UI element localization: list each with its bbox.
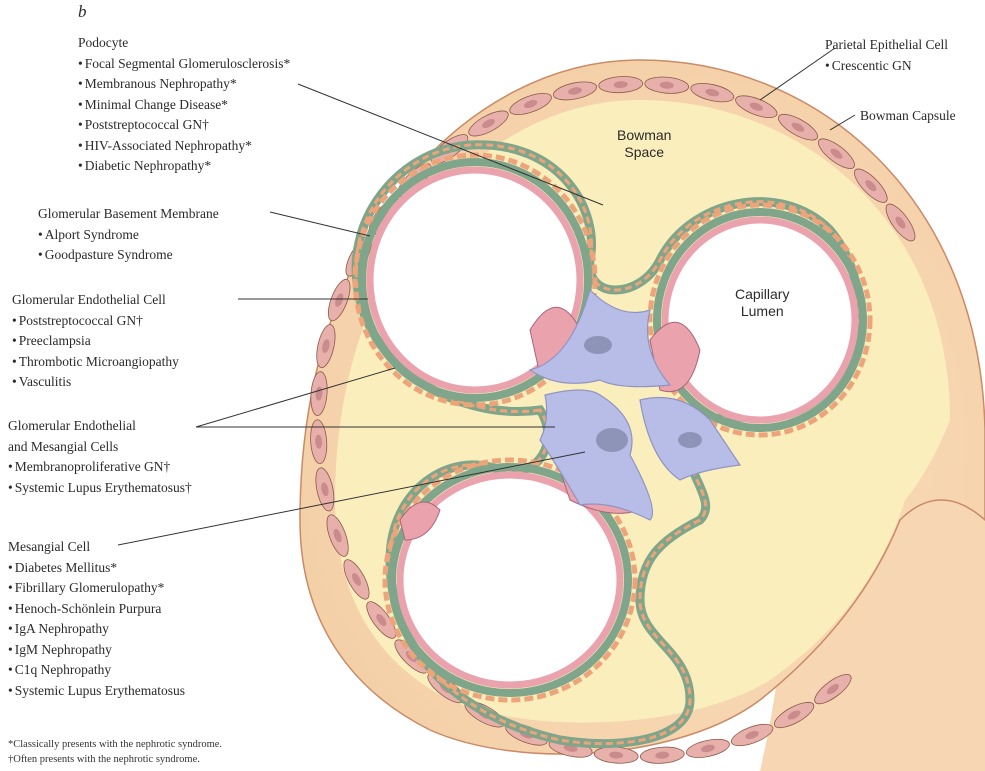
list-item: Goodpasture Syndrome xyxy=(38,245,219,266)
label-gbm: Glomerular Basement Membrane Alport Synd… xyxy=(38,204,219,266)
bowman-space-label: Bowman Space xyxy=(617,127,671,161)
capillary-lumen-label: Capillary Lumen xyxy=(735,286,789,320)
list-item: Thrombotic Microangiopathy xyxy=(12,352,179,373)
list-item: Henoch-Schönlein Purpura xyxy=(8,599,185,620)
endo-mesangial-heading-1: Glomerular Endothelial xyxy=(8,416,192,437)
list-item: Systemic Lupus Erythematosus xyxy=(8,681,185,702)
label-endo-mesangial: Glomerular Endothelial and Mesangial Cel… xyxy=(8,416,192,498)
leader-gbm xyxy=(270,212,370,236)
list-item: Poststreptococcal GN† xyxy=(12,311,179,332)
mesangial-heading: Mesangial Cell xyxy=(8,537,185,558)
list-item: Crescentic GN xyxy=(825,56,948,77)
list-item: Preeclampsia xyxy=(12,331,179,352)
list-item: C1q Nephropathy xyxy=(8,660,185,681)
list-item: HIV-Associated Nephropathy* xyxy=(78,136,290,157)
list-item: Membranoproliferative GN† xyxy=(8,457,192,478)
capillary-lumen-2 xyxy=(665,220,855,420)
list-item: Membranous Nephropathy* xyxy=(78,74,290,95)
list-item: IgM Nephropathy xyxy=(8,640,185,661)
list-item: Diabetic Nephropathy* xyxy=(78,156,290,177)
list-item: IgA Nephropathy xyxy=(8,619,185,640)
list-item: Poststreptococcal GN† xyxy=(78,115,290,136)
podocyte-heading: Podocyte xyxy=(78,33,290,54)
list-item: Vasculitis xyxy=(12,372,179,393)
list-item: Fibrillary Glomerulopathy* xyxy=(8,578,185,599)
label-podocyte: Podocyte Focal Segmental Glomerulosclero… xyxy=(78,33,290,177)
bowman-capsule-heading: Bowman Capsule xyxy=(860,106,956,127)
parietal-heading: Parietal Epithelial Cell xyxy=(825,35,948,56)
list-item: Diabetes Mellitus* xyxy=(8,558,185,579)
list-item: Alport Syndrome xyxy=(38,225,219,246)
label-bowman-capsule: Bowman Capsule xyxy=(860,106,956,127)
list-item: Focal Segmental Glomerulosclerosis* xyxy=(78,54,290,75)
footnote-2: †Often presents with the nephrotic syndr… xyxy=(8,753,200,767)
label-mesangial: Mesangial Cell Diabetes Mellitus* Fibril… xyxy=(8,537,185,701)
label-endothelial: Glomerular Endothelial Cell Poststreptoc… xyxy=(12,290,179,393)
footnote-1: *Classically presents with the nephrotic… xyxy=(8,738,222,752)
list-item: Systemic Lupus Erythematosus† xyxy=(8,478,192,499)
label-parietal: Parietal Epithelial Cell Crescentic GN xyxy=(825,35,948,76)
leader-parietal xyxy=(760,48,835,100)
gbm-heading: Glomerular Basement Membrane xyxy=(38,204,219,225)
list-item: Minimal Change Disease* xyxy=(78,95,290,116)
endo-mesangial-heading-2: and Mesangial Cells xyxy=(8,437,192,458)
endothelial-heading: Glomerular Endothelial Cell xyxy=(12,290,179,311)
panel-letter: b xyxy=(78,2,87,22)
